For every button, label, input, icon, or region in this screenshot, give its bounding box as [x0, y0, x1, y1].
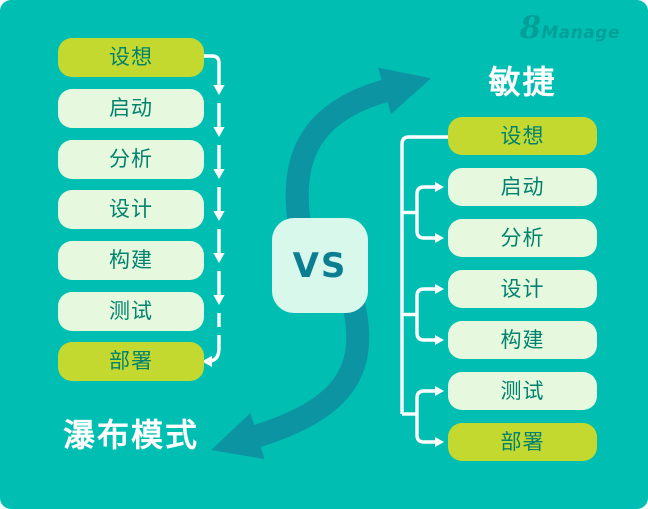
- right-arrowhead-icon: [435, 335, 444, 345]
- agile-bracket-connector: [400, 135, 448, 447]
- waterfall-step-box: 测试: [58, 292, 204, 331]
- down-arrowhead-icon: [213, 85, 225, 95]
- agile-step-box: 部署: [448, 423, 597, 461]
- left-arrowhead-icon: [202, 355, 212, 367]
- vs-label: VS: [292, 245, 348, 286]
- agile-step-box: 设计: [448, 270, 597, 308]
- right-arrowhead-icon: [435, 284, 444, 294]
- waterfall-step-box: 分析: [58, 140, 204, 179]
- agile-step-box: 分析: [448, 219, 597, 257]
- agile-step-box: 测试: [448, 372, 597, 410]
- agile-title: 敏捷: [488, 63, 557, 101]
- bracket-pair-line: [415, 389, 435, 444]
- brand-logo: 8Manage: [520, 10, 620, 46]
- waterfall-step-box: 设想: [58, 38, 204, 77]
- bracket-pair-line: [415, 185, 435, 240]
- waterfall-step-box: 启动: [58, 89, 204, 128]
- bracket-pair-line: [415, 287, 435, 342]
- right-arrowhead-icon: [435, 233, 444, 243]
- right-arrowhead-icon: [435, 437, 444, 447]
- waterfall-step-box: 部署: [58, 342, 204, 381]
- down-arrowhead-icon: [213, 253, 225, 263]
- waterfall-flow-connector: [202, 54, 225, 367]
- waterfall-title: 瀑布模式: [62, 416, 199, 454]
- bracket-trunk-line: [400, 135, 448, 414]
- vs-badge: VS: [272, 218, 368, 313]
- agile-step-box: 启动: [448, 168, 597, 206]
- logo-name-text: Manage: [541, 23, 620, 43]
- right-arrowhead-icon: [435, 182, 444, 192]
- agile-step-box: 设想: [448, 117, 597, 155]
- right-arrowhead-icon: [435, 386, 444, 396]
- agile-step-box: 构建: [448, 321, 597, 359]
- down-arrowhead-icon: [213, 211, 225, 221]
- flow-elbow-line: [204, 54, 221, 85]
- down-arrowhead-icon: [213, 127, 225, 137]
- logo-8-glyph: 8: [519, 10, 542, 46]
- down-arrowhead-icon: [213, 169, 225, 179]
- down-arrowhead-icon: [213, 295, 225, 305]
- waterfall-step-box: 设计: [58, 190, 204, 229]
- waterfall-step-box: 构建: [58, 241, 204, 280]
- curve-arrow-to-waterfall-icon: [211, 286, 370, 460]
